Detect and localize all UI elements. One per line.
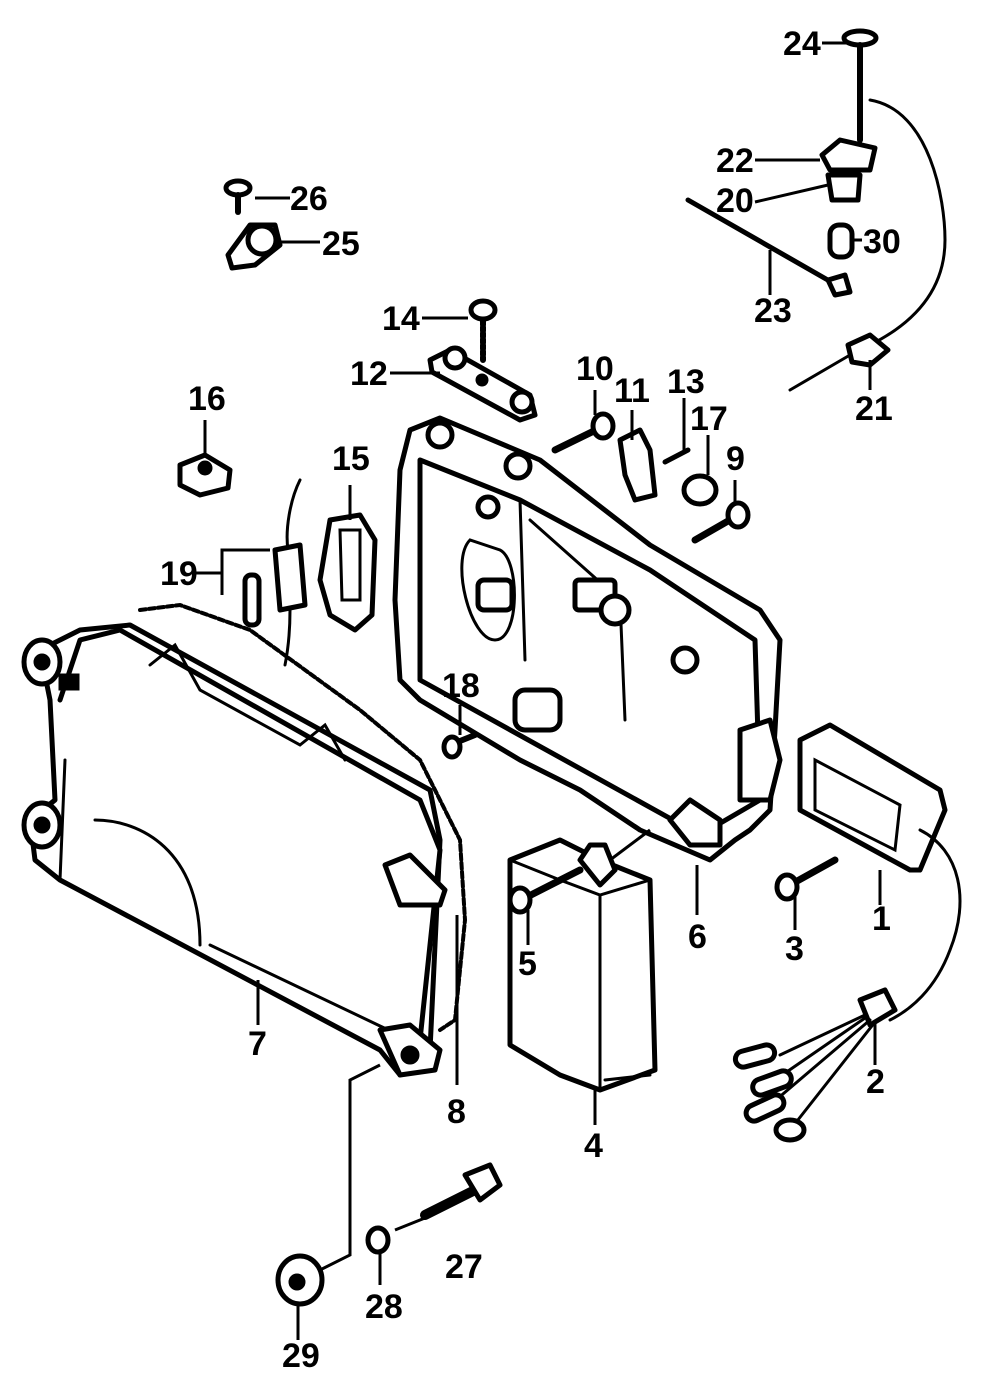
callout-7: 7 (248, 1025, 267, 1063)
screw-5 (507, 866, 584, 915)
callout-13: 13 (667, 363, 705, 401)
rubber-cap (177, 452, 233, 498)
callout-30: 30 (863, 223, 901, 261)
washer (365, 1225, 391, 1255)
callout-12: 12 (350, 355, 388, 393)
bracket-11 (617, 427, 658, 503)
screw-13 (662, 447, 691, 465)
wire-grommet (788, 332, 891, 392)
screw-26 (223, 178, 253, 215)
screw-9 (691, 500, 751, 544)
callout-3: 3 (785, 930, 804, 968)
callout-28: 28 (365, 1288, 403, 1326)
callout-8: 8 (447, 1093, 466, 1131)
callout-5: 5 (518, 945, 537, 983)
callout-10: 10 (576, 350, 614, 388)
ignition-unit-box (507, 837, 658, 1093)
callout-23: 23 (754, 292, 792, 330)
clip-holder (317, 512, 378, 633)
callout-1: 1 (872, 900, 891, 938)
cdi-unit (797, 722, 962, 1022)
callout-24: 24 (783, 25, 821, 63)
bolt-14 (468, 298, 498, 363)
callout-20: 20 (716, 182, 754, 220)
callout-4: 4 (584, 1127, 603, 1165)
callout-15: 15 (332, 440, 370, 478)
leader-lines (195, 41, 882, 1340)
callout-labels: 1 2 3 4 5 6 7 8 9 10 11 12 13 14 15 16 1… (160, 25, 901, 1375)
callout-14: 14 (382, 300, 420, 338)
callout-22: 22 (716, 142, 754, 180)
callout-21: 21 (855, 390, 893, 428)
callout-27: 27 (445, 1248, 483, 1286)
fuse-holder (242, 478, 308, 667)
cable-tie (685, 197, 853, 298)
callout-11: 11 (614, 372, 650, 410)
callout-9: 9 (726, 440, 745, 478)
callout-18: 18 (442, 667, 480, 705)
housing-cover (21, 622, 448, 1078)
callout-2: 2 (866, 1063, 885, 1101)
screw-3 (774, 856, 839, 902)
callout-26: 26 (290, 180, 328, 218)
cap-17 (681, 473, 719, 507)
callout-6: 6 (688, 918, 707, 956)
callout-25: 25 (322, 225, 360, 263)
callout-19: 19 (160, 555, 198, 593)
screw-18 (441, 732, 478, 760)
ground-terminal-assembly (819, 28, 947, 347)
bolt-27 (420, 1162, 503, 1220)
cable-clamp (225, 222, 283, 271)
wire-harness-terminals (732, 987, 898, 1143)
screw-10 (551, 411, 616, 454)
callout-29: 29 (282, 1337, 320, 1375)
grommet (275, 1253, 325, 1307)
callout-16: 16 (188, 380, 226, 418)
callout-17: 17 (690, 400, 728, 438)
base-housing (392, 415, 783, 863)
